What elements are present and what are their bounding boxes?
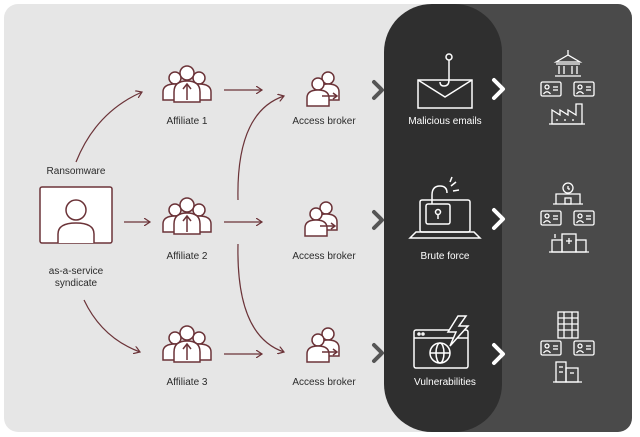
school-icon [553, 182, 583, 205]
factory-icon [549, 103, 585, 125]
chevron-right-icon [372, 80, 384, 100]
id-card-icon [573, 340, 595, 356]
method-brute-force-label: Brute force [420, 251, 470, 262]
arrow-cross-to-broker-3 [237, 243, 284, 352]
brute-force-laptop-icon [408, 176, 482, 239]
city-buildings-icon [553, 361, 582, 383]
access-broker-3-icon [306, 327, 340, 363]
chevron-right-icon [372, 210, 384, 230]
id-card-icon [540, 81, 562, 97]
office-building-icon [557, 311, 579, 339]
syndicate-icon [39, 186, 113, 244]
access-broker-3-label: Access broker [292, 377, 356, 388]
syndicate-title-top: Ransomware [46, 166, 106, 177]
affiliate-3-label: Affiliate 3 [166, 377, 208, 388]
phishing-email-icon [417, 53, 473, 109]
affiliate-2-label: Affiliate 2 [166, 251, 208, 262]
access-broker-2-label: Access broker [292, 251, 356, 262]
affiliate-3-icon [162, 325, 212, 363]
arrow-cross-to-broker-1 [237, 96, 284, 201]
id-card-icon [540, 210, 562, 226]
hospital-icon [549, 233, 589, 253]
affiliate-2-icon [162, 197, 212, 235]
method-malicious-emails-label: Malicious emails [408, 116, 482, 127]
syndicate-title-bottom: as-a-service syndicate [48, 266, 104, 289]
access-broker-1-label: Access broker [292, 116, 356, 127]
affiliate-1-label: Affiliate 1 [166, 116, 208, 127]
chevron-right-icon [492, 343, 505, 365]
arrow-syndicate-to-affiliate-3 [83, 299, 140, 352]
id-card-icon [540, 340, 562, 356]
browser-vulnerability-icon [413, 315, 470, 369]
arrow-syndicate-to-affiliate-1 [75, 92, 142, 163]
bank-icon [553, 50, 583, 77]
access-broker-1-icon [306, 71, 340, 107]
chevron-right-icon [372, 343, 384, 363]
id-card-icon [573, 81, 595, 97]
access-broker-2-icon [304, 201, 338, 237]
affiliate-1-icon [162, 65, 212, 103]
id-card-icon [573, 210, 595, 226]
chevron-right-icon [492, 208, 505, 230]
method-vulnerabilities-label: Vulnerabilities [414, 377, 476, 388]
chevron-right-icon [492, 78, 505, 100]
